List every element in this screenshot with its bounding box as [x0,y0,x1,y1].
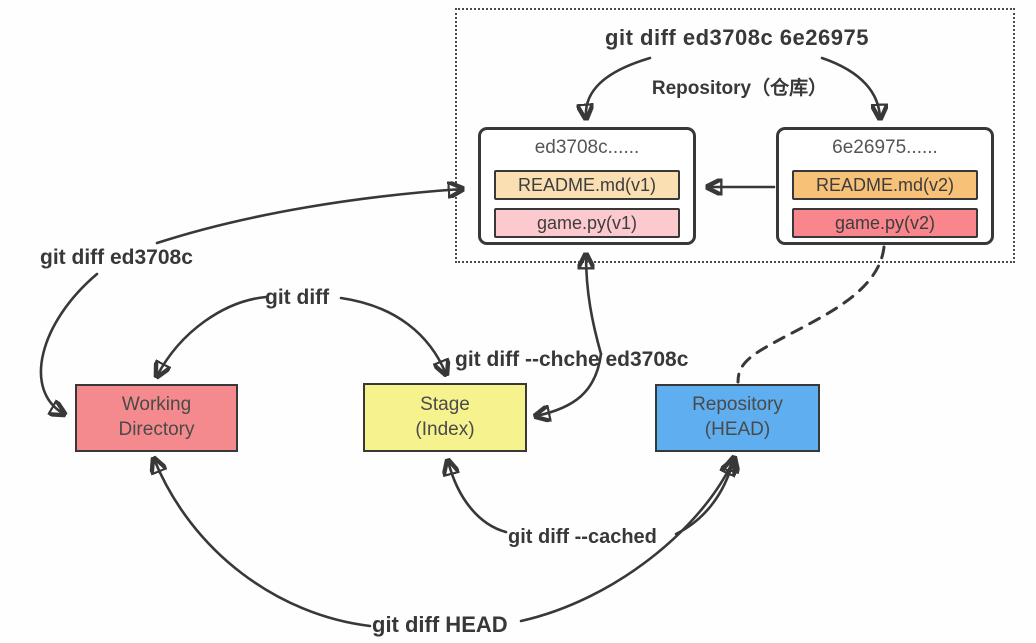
file-readme-v1: README.md(v1) [494,170,680,200]
commit-diff-command-label: git diff ed3708c 6e26975 [605,25,869,50]
commit-box-6e26975: 6e26975...... README.md(v2) game.py(v2) [776,127,994,245]
working-directory-label-line2: Directory [118,419,195,440]
dashed-head-pointer [736,245,886,384]
file-game-v1: game.py(v1) [494,208,680,238]
commit-id: 6e26975...... [832,137,938,158]
repository-group-label: Repository（仓库） [651,78,828,99]
commit-id: ed3708c...... [534,137,640,158]
arrow-chche-to-commit1 [586,255,603,356]
working-directory-box: Working Directory [75,384,238,452]
repository-head-box: Repository (HEAD) [655,384,820,452]
label-git-diff-head: git diff HEAD [372,612,508,637]
file-game-v2: game.py(v2) [792,208,978,238]
arrow-cached-to-repository [674,458,734,536]
label-git-diff-cached: git diff --cached [508,526,657,548]
stage-label-line1: Stage [420,393,470,415]
arrow-gitdiff-to-stage [339,296,446,374]
arrow-head-to-working-directory [154,459,372,628]
commit-box-ed3708c: ed3708c...... README.md(v1) game.py(v1) [478,127,696,245]
arrow-gitdiff-to-working-directory [157,295,268,376]
repository-head-label-line1: Repository [692,394,783,416]
arrow-cached-to-stage [448,461,508,534]
label-git-diff-ed3708c: git diff ed3708c [40,246,193,269]
stage-label-line2: (Index) [415,418,475,440]
working-directory-label-line1: Working [121,394,192,416]
arrow-label-to-commit1 [155,189,462,245]
file-readme-v2: README.md(v2) [792,170,978,200]
label-git-diff-chche-ed3708c: git diff --chche ed3708c [455,348,689,371]
repository-head-label-line2: (HEAD) [704,419,771,440]
stage-index-box: Stage (Index) [363,383,527,452]
repository-group-box [455,8,1015,263]
label-git-diff: git diff [265,286,330,309]
